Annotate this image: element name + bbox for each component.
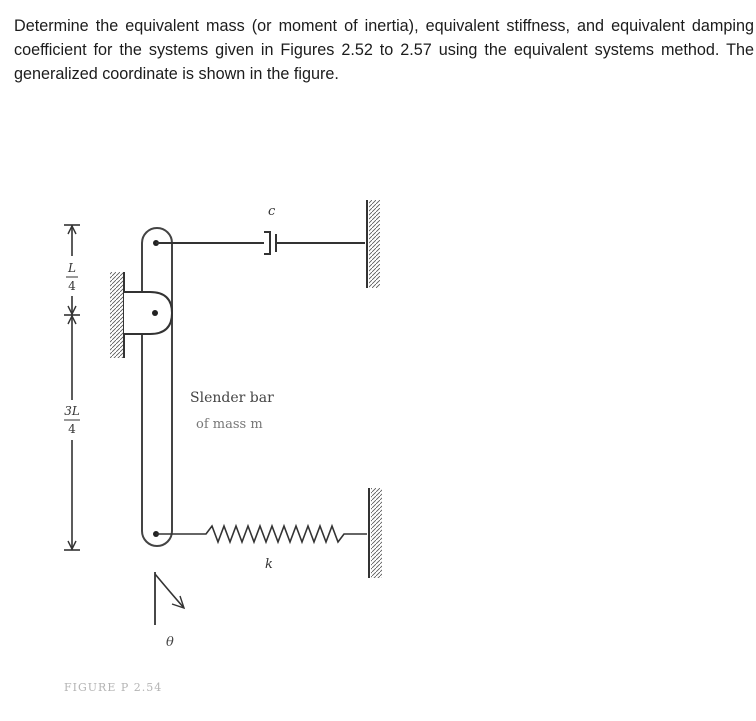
damper [156, 231, 365, 255]
dim-bottom-numerator: 3L [64, 404, 80, 418]
spring [156, 523, 367, 545]
bar-label-line1: Slender bar [190, 390, 274, 406]
figure-caption: FIGURE P 2.54 [64, 681, 162, 694]
theta-label: θ [166, 635, 174, 650]
slender-bar [141, 227, 173, 547]
wall-top-right [366, 200, 380, 288]
spring-label: k [265, 557, 273, 572]
wall-bottom-right [368, 488, 382, 578]
dim-top-numerator: L [67, 261, 76, 275]
bar-label-line2: of mass m [196, 417, 263, 432]
problem-statement: Determine the equivalent mass (or moment… [14, 17, 754, 83]
pivot-support [110, 272, 174, 358]
theta-coordinate-indicator [154, 572, 186, 625]
damper-label: c [268, 204, 276, 219]
dim-bottom-denominator: 4 [68, 422, 76, 436]
dim-top-denominator: 4 [68, 279, 76, 293]
